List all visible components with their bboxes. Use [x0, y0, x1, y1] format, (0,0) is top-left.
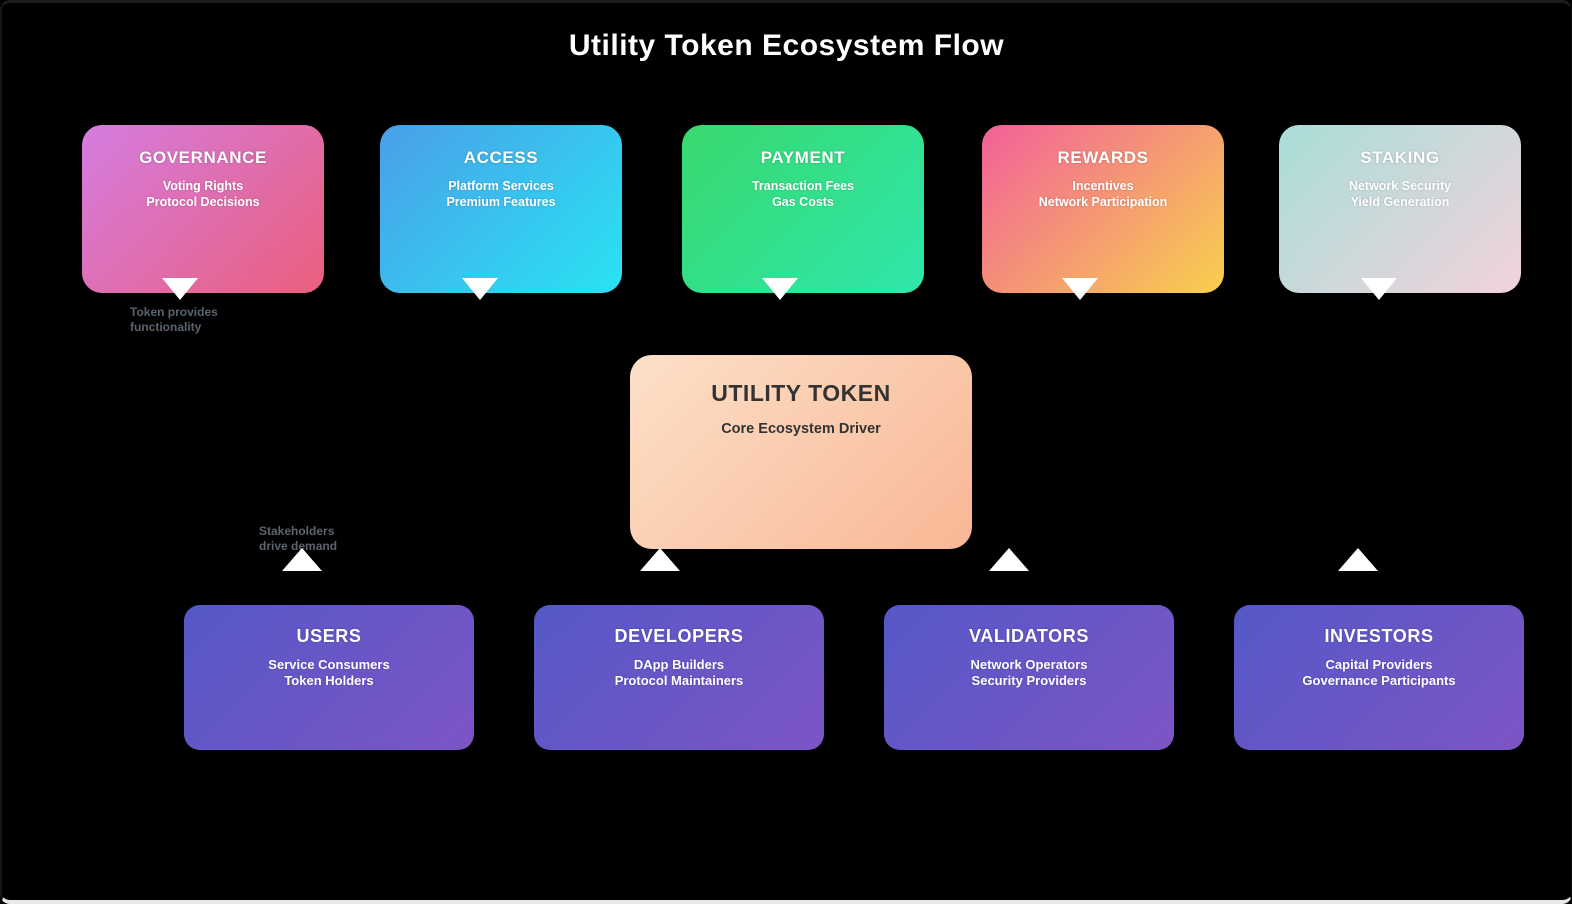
node-rewards-line1: Incentives	[1072, 179, 1134, 193]
node-governance-line1: Voting Rights	[162, 179, 244, 193]
node-access-line2: Premium Features	[446, 194, 556, 209]
node-governance-line2: Protocol Decisions	[146, 194, 260, 209]
node-developers: DEVELOPERS DApp Builders Protocol Mainta…	[534, 605, 824, 750]
node-validators: VALIDATORS Network Operators Security Pr…	[884, 605, 1174, 750]
node-validators-title: VALIDATORS	[968, 626, 1089, 646]
node-governance: GOVERNANCE Voting Rights Protocol Decisi…	[82, 125, 324, 293]
up-arrow-investors	[1338, 548, 1378, 571]
node-payment-line1: Transaction Fees	[751, 179, 855, 193]
node-investors: INVESTORS Capital Providers Governance P…	[1234, 605, 1524, 750]
node-investors-line1: Capital Providers	[1325, 657, 1433, 672]
down-arrow-payment	[762, 278, 798, 300]
node-staking-line2: Yield Generation	[1350, 194, 1450, 209]
node-access-subtitle: Platform Services Premium Features	[380, 179, 622, 210]
node-staking-subtitle: Network Security Yield Generation	[1279, 179, 1521, 210]
node-staking: STAKING Network Security Yield Generatio…	[1279, 125, 1521, 293]
node-access-line1: Platform Services	[448, 179, 554, 193]
up-arrow-developers	[640, 548, 680, 571]
node-access-title: ACCESS	[463, 148, 539, 167]
node-rewards-subtitle: Incentives Network Participation	[982, 179, 1224, 210]
node-staking-title: STAKING	[1360, 148, 1440, 167]
node-users-subtitle: Service Consumers Token Holders	[184, 657, 474, 690]
node-users-line2: Token Holders	[284, 673, 374, 689]
node-investors-subtitle: Capital Providers Governance Participant…	[1234, 657, 1524, 690]
down-arrow-governance	[162, 278, 198, 300]
node-developers-line2: Protocol Maintainers	[614, 673, 744, 689]
node-payment: PAYMENT Transaction Fees Gas Costs	[682, 125, 924, 293]
edge-label-stakeholders-drive-line1: Stakeholders	[259, 524, 335, 538]
node-utility-token-title: UTILITY TOKEN	[711, 380, 891, 406]
node-payment-title: PAYMENT	[760, 148, 846, 167]
down-arrow-staking	[1361, 278, 1397, 300]
up-arrow-users	[282, 548, 322, 571]
node-rewards-title: REWARDS	[1057, 148, 1149, 167]
page-title: Utility Token Ecosystem Flow	[568, 29, 1005, 62]
node-investors-line2: Governance Participants	[1302, 673, 1456, 689]
node-validators-subtitle: Network Operators Security Providers	[884, 657, 1174, 690]
down-arrow-access	[462, 278, 498, 300]
node-developers-title: DEVELOPERS	[614, 626, 744, 646]
node-staking-line1: Network Security	[1348, 179, 1452, 193]
node-governance-subtitle: Voting Rights Protocol Decisions	[82, 179, 324, 210]
node-governance-title: GOVERNANCE	[139, 148, 267, 167]
edge-label-token-provides: Token provides functionality	[130, 305, 218, 335]
edge-label-token-provides-line1: Token provides	[130, 305, 218, 319]
node-utility-token: UTILITY TOKEN Core Ecosystem Driver	[630, 355, 972, 549]
node-users-line1: Service Consumers	[268, 657, 390, 672]
node-rewards-line2: Network Participation	[1038, 194, 1168, 209]
edge-label-token-provides-line2: functionality	[130, 320, 202, 334]
node-developers-subtitle: DApp Builders Protocol Maintainers	[534, 657, 824, 690]
node-payment-line2: Gas Costs	[772, 194, 834, 209]
node-rewards: REWARDS Incentives Network Participation	[982, 125, 1224, 293]
node-developers-line1: DApp Builders	[633, 657, 725, 672]
node-payment-subtitle: Transaction Fees Gas Costs	[682, 179, 924, 210]
node-utility-token-subtitle: Core Ecosystem Driver	[721, 421, 881, 437]
node-users: USERS Service Consumers Token Holders	[184, 605, 474, 750]
down-arrow-rewards	[1062, 278, 1098, 300]
node-access: ACCESS Platform Services Premium Feature…	[380, 125, 622, 293]
up-arrow-validators	[989, 548, 1029, 571]
node-users-title: USERS	[296, 626, 362, 646]
node-validators-line1: Network Operators	[970, 657, 1088, 672]
node-validators-line2: Security Providers	[971, 673, 1087, 689]
node-investors-title: INVESTORS	[1324, 626, 1434, 646]
